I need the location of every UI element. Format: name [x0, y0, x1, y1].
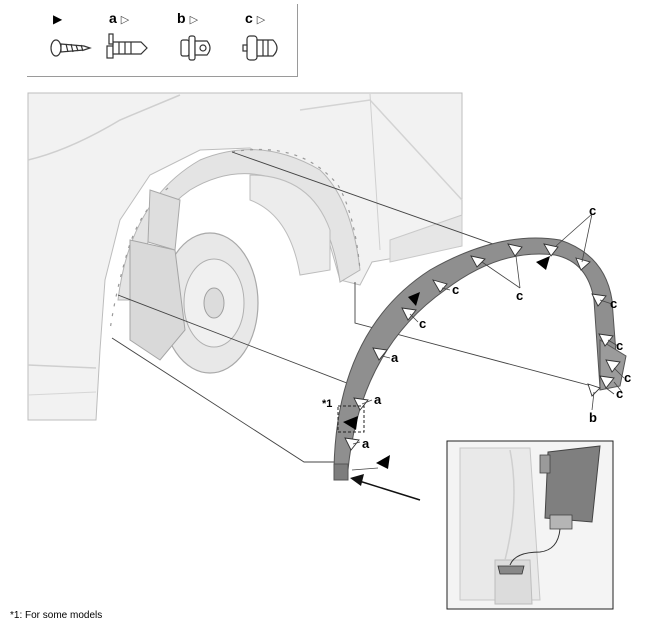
legend-clip-c-key: c — [245, 10, 253, 26]
screw-icon — [50, 39, 92, 57]
clip-c-label: c — [616, 386, 624, 401]
clip-b-label: b — [589, 410, 597, 425]
legend-clip-a-marker: a▷ — [109, 10, 129, 26]
screw-markers — [343, 256, 550, 469]
clip-a-icon — [106, 33, 148, 59]
clip-markers — [344, 243, 621, 451]
legend-screw-marker: ▶ — [49, 10, 62, 26]
detail-inset — [350, 440, 614, 610]
legend-clip-a-key: a — [109, 10, 117, 26]
label-leaders — [351, 213, 625, 471]
clip-c-label: c — [624, 370, 632, 385]
ref1-dashed-box — [337, 405, 365, 433]
clip-c-label: c — [452, 282, 460, 297]
clip-c-icon — [242, 35, 278, 61]
clip-a-label: a — [374, 392, 382, 407]
clip-c-label: c — [419, 316, 427, 331]
clip-a-label: a — [362, 436, 370, 451]
clip-c-label: c — [516, 288, 524, 303]
clip-a-label: a — [391, 350, 399, 365]
legend-clip-b-marker: b▷ — [177, 10, 198, 26]
hollow-triangle-icon: ▷ — [189, 14, 199, 26]
solid-triangle-icon: ▶ — [53, 12, 63, 26]
fastener-legend: ▶ a▷ b▷ c▷ — [27, 4, 298, 77]
clip-b-icon — [180, 35, 211, 61]
brake-rotor — [129, 189, 259, 374]
leader-lines — [111, 151, 589, 463]
ref1-label: *1 — [322, 398, 333, 410]
legend-clip-b-key: b — [177, 10, 186, 26]
clip-c-label: c — [589, 203, 597, 218]
hollow-triangle-icon: ▷ — [256, 14, 266, 26]
clip-c-label: c — [616, 338, 624, 353]
hollow-triangle-icon: ▷ — [120, 14, 130, 26]
clip-c-label: c — [610, 296, 618, 311]
legend-clip-c-marker: c▷ — [245, 10, 265, 26]
footnote: *1: For some models — [10, 610, 103, 621]
